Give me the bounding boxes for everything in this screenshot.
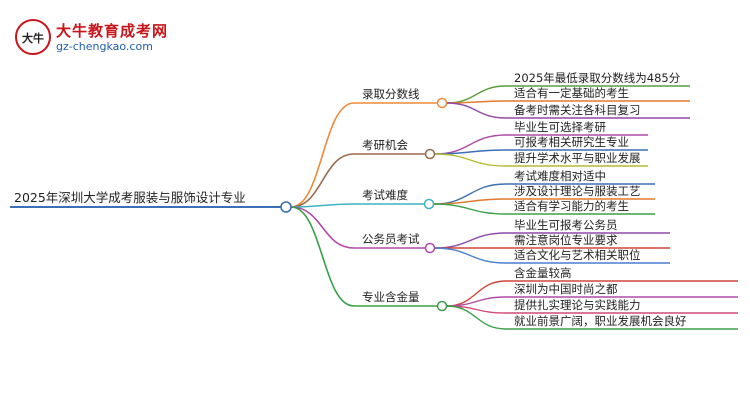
edge-branch-leaf-0-2 <box>446 102 507 119</box>
edge-branch-leaf-3-2 <box>434 247 507 264</box>
mind-map-nodes: 2025年深圳大学成考服装与服饰设计专业 录取分数线 2025年最低录取分数线为48… <box>14 71 687 328</box>
branch-dot-1[interactable] <box>424 148 436 160</box>
leaf-label-0-1: 适合有一定基础的考生 <box>514 86 629 100</box>
edge-branch-leaf-2-1 <box>433 198 507 205</box>
leaf-label-0-0: 2025年最低录取分数线为485分 <box>514 71 681 85</box>
branch-label-2: 考试难度 <box>362 188 408 202</box>
edge-root-branch-2 <box>290 203 355 208</box>
edge-branch-leaf-2-2 <box>433 203 507 215</box>
leaf-label-3-1: 需注意岗位专业要求 <box>514 233 618 247</box>
logo-url: gz-chengkao.com <box>56 40 153 53</box>
branch-dot-0[interactable] <box>436 97 448 109</box>
leaf-label-4-1: 深圳为中国时尚之都 <box>514 282 618 296</box>
leaf-label-2-0: 考试难度相对适中 <box>514 169 606 183</box>
edge-branch-leaf-4-0 <box>446 280 507 307</box>
logo-mark-text: 大牛 <box>22 31 44 45</box>
logo-title: 大牛教育成考网 <box>56 22 169 40</box>
edge-branch-leaf-1-1 <box>434 149 507 155</box>
edge-branch-leaf-4-3 <box>446 305 507 330</box>
edge-root-branch-3 <box>290 206 355 249</box>
leaf-label-4-3: 就业前景广阔，职业发展机会良好 <box>514 314 687 328</box>
leaf-label-3-2: 适合文化与艺术相关职位 <box>514 248 641 262</box>
leaf-label-0-2: 备考时需关注各科目复习 <box>514 103 641 117</box>
branch-dot-3[interactable] <box>424 242 436 254</box>
root-node-dot[interactable] <box>280 201 292 213</box>
branch-label-3: 公务员考试 <box>362 232 420 246</box>
branch-label-1: 考研机会 <box>362 138 408 152</box>
branch-dot-4[interactable] <box>436 300 448 312</box>
branch-label-0: 录取分数线 <box>362 87 420 101</box>
leaf-label-1-0: 毕业生可选择考研 <box>514 120 606 134</box>
leaf-label-3-0: 毕业生可报考公务员 <box>514 218 618 232</box>
leaf-label-1-1: 可报考相关研究生专业 <box>514 135 629 149</box>
edge-branch-leaf-3-0 <box>434 232 507 249</box>
root-node-label: 2025年深圳大学成考服装与服饰设计专业 <box>14 190 246 205</box>
mind-map-edges <box>10 85 738 330</box>
leaf-label-2-1: 涉及设计理论与服装工艺 <box>514 184 641 198</box>
edge-root-branch-4 <box>290 206 355 307</box>
edge-root-branch-0 <box>290 102 355 208</box>
edge-branch-leaf-1-0 <box>434 134 507 155</box>
branch-dot-2[interactable] <box>423 198 435 210</box>
edge-branch-leaf-1-2 <box>434 153 507 167</box>
edge-root-branch-1 <box>290 153 355 208</box>
leaf-label-1-2: 提升学术水平与职业发展 <box>514 151 641 165</box>
logo-mark-icon: 大牛 <box>15 19 51 55</box>
leaf-label-4-2: 提供扎实理论与实践能力 <box>514 298 641 312</box>
branch-label-4: 专业含金量 <box>362 290 420 304</box>
site-logo[interactable]: 大牛 大牛教育成考网 gz-chengkao.com <box>14 18 174 58</box>
leaf-label-4-0: 含金量较高 <box>514 266 572 280</box>
leaf-label-2-2: 适合有学习能力的考生 <box>514 199 629 213</box>
